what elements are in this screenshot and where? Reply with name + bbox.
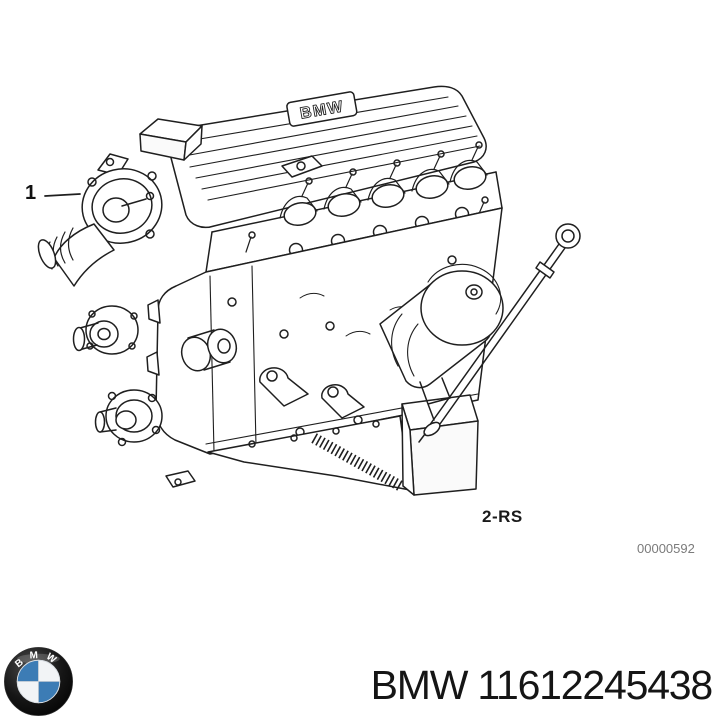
callout-1[interactable]: 1: [25, 182, 37, 204]
thermostat-housing: [81, 153, 163, 244]
lifting-bracket: [281, 155, 323, 178]
idler-pulley: [180, 328, 238, 372]
engine-line-art: BMW: [37, 85, 581, 496]
coolant-outlet-pipe: [37, 223, 115, 287]
callout-leader-line: [44, 193, 81, 197]
water-pump: [72, 305, 139, 355]
valve-cover: BMW: [168, 85, 487, 229]
oil-filler-cap: [139, 118, 203, 161]
dipstick: [418, 223, 581, 443]
oil-pan: [165, 394, 479, 496]
valve-cover-emboss-text: BMW: [299, 98, 346, 122]
logo-quadrants: [16, 659, 61, 704]
part-number-text: BMW 11612245438: [370, 662, 714, 708]
variant-code-label: 2-RS: [482, 507, 523, 526]
oil-filter-housing: [379, 263, 504, 421]
engine-parts-diagram: BMW: [25, 85, 695, 556]
part-identity-row: BMW BMW 11612245438: [0, 640, 720, 720]
engine-mount-brackets: [259, 367, 365, 419]
crankshaft-hub: [94, 389, 163, 447]
image-number: 00000592: [637, 541, 695, 556]
bmw-logo: BMW: [4, 647, 73, 716]
